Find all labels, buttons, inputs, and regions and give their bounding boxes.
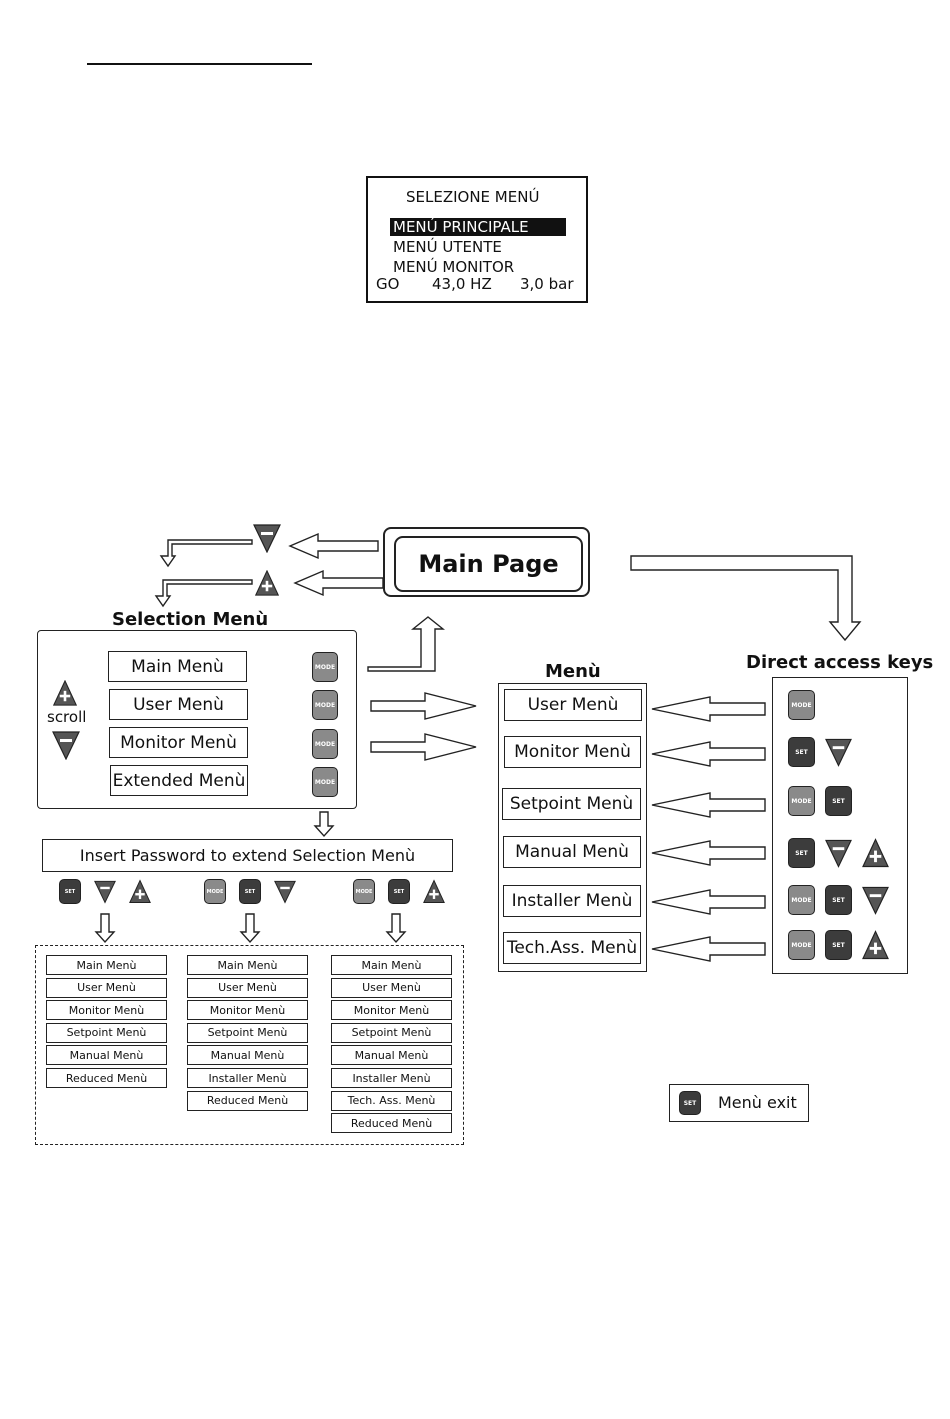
set-key[interactable]: SET bbox=[788, 737, 815, 767]
minus-key-icon[interactable] bbox=[94, 879, 116, 904]
scroll-plus-icon bbox=[52, 680, 78, 706]
extended-list-item[interactable]: Manual Menù bbox=[187, 1045, 308, 1066]
scroll-label: scroll bbox=[47, 708, 87, 726]
extended-list-item[interactable]: Reduced Menù bbox=[46, 1068, 167, 1088]
plus-key-icon[interactable] bbox=[423, 879, 445, 904]
extended-list-item[interactable]: Monitor Menù bbox=[331, 1000, 452, 1021]
extended-list-item[interactable]: Setpoint Menù bbox=[331, 1022, 452, 1043]
selection-item-main[interactable]: Main Menù bbox=[108, 651, 247, 682]
mode-key[interactable]: MODE bbox=[312, 729, 338, 759]
mode-key[interactable]: MODE bbox=[312, 767, 338, 797]
selection-menu-heading: Selection Menù bbox=[112, 609, 269, 630]
set-key[interactable]: SET bbox=[59, 879, 81, 904]
set-key[interactable]: SET bbox=[788, 838, 815, 868]
menu-item-user[interactable]: User Menù bbox=[504, 689, 642, 721]
plus-key-icon[interactable] bbox=[862, 838, 889, 868]
menu-item-installer[interactable]: Installer Menù bbox=[503, 885, 641, 917]
menu-item-tech-ass[interactable]: Tech.Ass. Menù bbox=[503, 932, 641, 964]
direct-access-heading: Direct access keys bbox=[746, 652, 934, 673]
plus-key-icon[interactable] bbox=[129, 879, 151, 904]
set-key[interactable]: SET bbox=[825, 786, 852, 816]
extended-list-item[interactable]: Reduced Menù bbox=[187, 1090, 308, 1111]
main-page-label: Main Page bbox=[394, 536, 583, 592]
lcd-status-frequency: 43,0 HZ bbox=[432, 275, 492, 293]
selection-item-user[interactable]: User Menù bbox=[109, 689, 248, 720]
minus-key-icon[interactable] bbox=[825, 838, 852, 868]
extended-list-item[interactable]: User Menù bbox=[187, 977, 308, 998]
extended-list-item[interactable]: Setpoint Menù bbox=[46, 1022, 167, 1043]
extended-list-item[interactable]: Tech. Ass. Menù bbox=[331, 1090, 452, 1111]
plus-key-icon bbox=[254, 570, 280, 596]
menu-exit-label: Menù exit bbox=[718, 1093, 797, 1112]
mode-key[interactable]: MODE bbox=[788, 786, 815, 816]
mode-key[interactable]: MODE bbox=[353, 879, 375, 904]
minus-key-icon[interactable] bbox=[274, 879, 296, 904]
lcd-status-state: GO bbox=[376, 275, 400, 293]
set-key[interactable]: SET bbox=[825, 930, 852, 960]
extended-list-item[interactable]: User Menù bbox=[46, 977, 167, 998]
mode-key[interactable]: MODE bbox=[788, 930, 815, 960]
minus-key-icon bbox=[253, 523, 281, 553]
scroll-minus-icon bbox=[52, 730, 80, 760]
header-rule bbox=[87, 63, 312, 65]
minus-key-icon[interactable] bbox=[862, 885, 889, 915]
main-page-frame: Main Page bbox=[383, 527, 590, 597]
mode-key[interactable]: MODE bbox=[204, 879, 226, 904]
menu-item-monitor[interactable]: Monitor Menù bbox=[504, 736, 641, 768]
lcd-item: MENÚ UTENTE bbox=[393, 238, 502, 256]
mode-key[interactable]: MODE bbox=[312, 690, 338, 720]
selection-item-monitor[interactable]: Monitor Menù bbox=[109, 727, 248, 758]
lcd-status-pressure: 3,0 bar bbox=[520, 275, 574, 293]
extended-list-item[interactable]: User Menù bbox=[331, 977, 452, 998]
extended-list-item[interactable]: Monitor Menù bbox=[187, 1000, 308, 1021]
mode-key[interactable]: MODE bbox=[788, 885, 815, 915]
set-key[interactable]: SET bbox=[239, 879, 261, 904]
mode-key[interactable]: MODE bbox=[788, 690, 815, 720]
lcd-title: SELEZIONE MENÚ bbox=[406, 188, 540, 206]
lcd-item: MENÚ MONITOR bbox=[393, 258, 515, 276]
menu-panel bbox=[498, 683, 647, 972]
minus-key-icon[interactable] bbox=[825, 737, 852, 767]
plus-key-icon[interactable] bbox=[862, 930, 889, 960]
extended-list-item[interactable]: Setpoint Menù bbox=[187, 1022, 308, 1043]
extended-list-item[interactable]: Main Menù bbox=[187, 955, 308, 975]
extended-list-item[interactable]: Manual Menù bbox=[331, 1045, 452, 1066]
set-key[interactable]: SET bbox=[388, 879, 410, 904]
mode-key[interactable]: MODE bbox=[312, 652, 338, 682]
extended-list-item[interactable]: Main Menù bbox=[331, 955, 452, 975]
direct-access-panel bbox=[772, 677, 908, 974]
selection-item-extended[interactable]: Extended Menù bbox=[110, 765, 248, 796]
extended-list-item[interactable]: Monitor Menù bbox=[46, 1000, 167, 1021]
set-key[interactable]: SET bbox=[825, 885, 852, 915]
extended-list-item[interactable]: Reduced Menù bbox=[331, 1113, 452, 1134]
password-prompt[interactable]: Insert Password to extend Selection Menù bbox=[42, 839, 453, 872]
lcd-item-selected: MENÚ PRINCIPALE bbox=[390, 218, 566, 236]
lcd-display: SELEZIONE MENÚ MENÚ PRINCIPALE MENÚ UTEN… bbox=[366, 176, 588, 303]
menu-item-manual[interactable]: Manual Menù bbox=[503, 836, 641, 868]
extended-list-item[interactable]: Installer Menù bbox=[187, 1068, 308, 1088]
extended-list-item[interactable]: Manual Menù bbox=[46, 1045, 167, 1066]
set-key[interactable]: SET bbox=[679, 1091, 701, 1115]
extended-list-item[interactable]: Installer Menù bbox=[331, 1068, 452, 1088]
menu-panel-heading: Menù bbox=[545, 661, 601, 682]
menu-item-setpoint[interactable]: Setpoint Menù bbox=[502, 788, 641, 820]
extended-list-item[interactable]: Main Menù bbox=[46, 955, 167, 975]
